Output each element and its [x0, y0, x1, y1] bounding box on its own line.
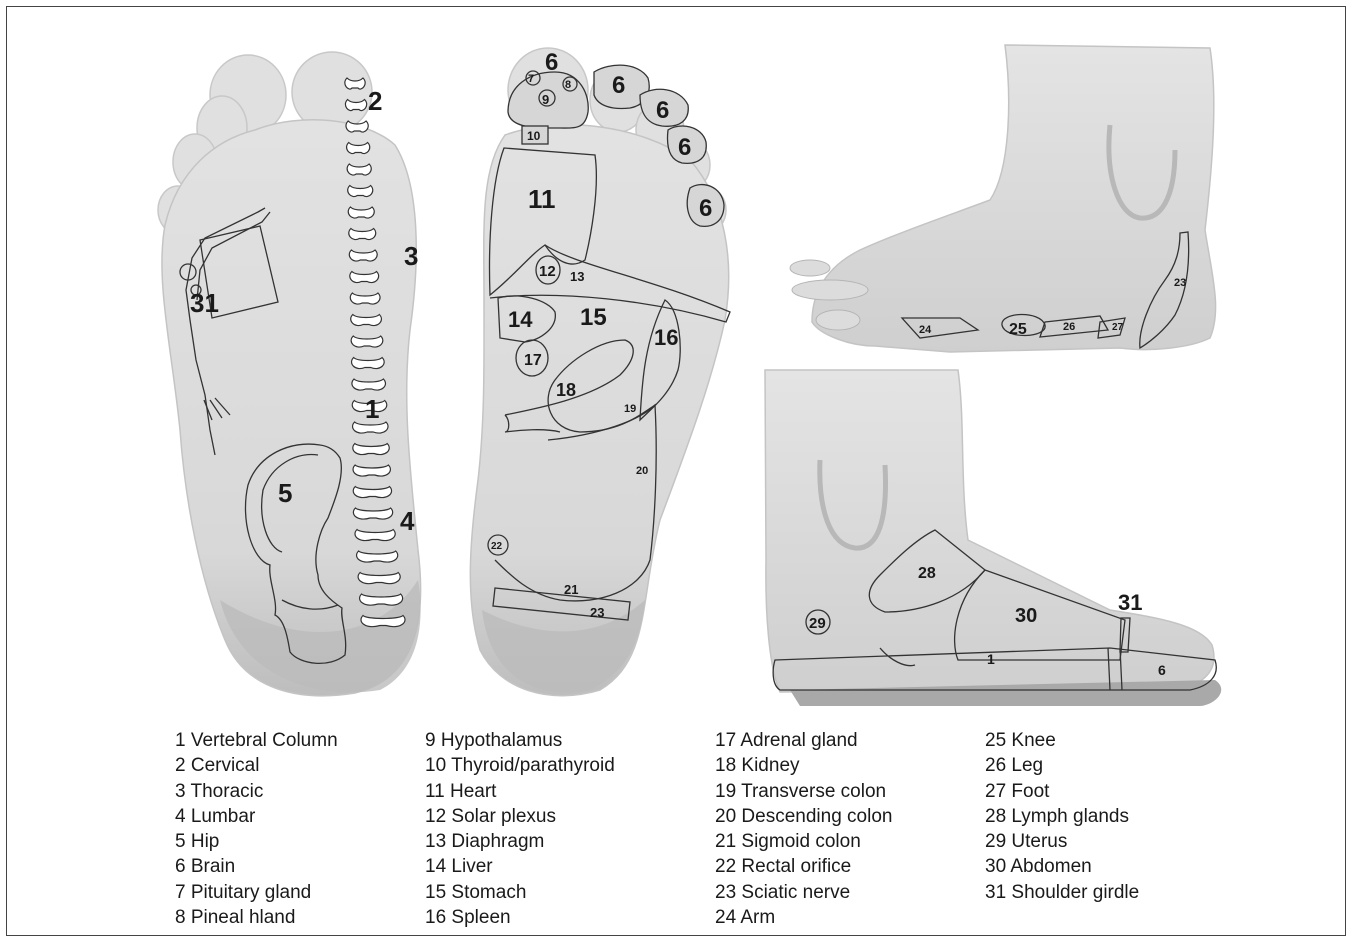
- zone-label-9: 9: [542, 92, 549, 107]
- legend-item: 9 Hypothalamus: [425, 728, 615, 753]
- zone-label-30: 30: [1015, 605, 1037, 627]
- legend-item: 10 Thyroid/parathyroid: [425, 753, 615, 778]
- legend-item: 2 Cervical: [175, 753, 338, 778]
- zone-label-6d: 6: [678, 134, 691, 161]
- zone-label-6c: 6: [656, 97, 669, 124]
- legend-column-2: 9 Hypothalamus 10 Thyroid/parathyroid 11…: [425, 728, 615, 930]
- zone-label-14: 14: [508, 307, 533, 332]
- zone-label-8: 8: [565, 79, 571, 91]
- legend-item: 1 Vertebral Column: [175, 728, 338, 753]
- zone-label-28: 28: [918, 565, 936, 582]
- legend-item: 20 Descending colon: [715, 804, 892, 829]
- legend-item: 14 Liver: [425, 854, 615, 879]
- inner-side-foot-shape: [812, 45, 1216, 352]
- legend-item: 25 Knee: [985, 728, 1139, 753]
- legend-item: 23 Sciatic nerve: [715, 880, 892, 905]
- legend-item: 5 Hip: [175, 829, 338, 854]
- foot-outer-side-view: 28 29 30 31 1 6: [765, 370, 1221, 706]
- zone-label-6-side: 6: [1158, 662, 1166, 678]
- zone-label-31: 31: [190, 288, 219, 318]
- legend-item: 21 Sigmoid colon: [715, 829, 892, 854]
- foot-inner-side-view: 24 25 26 27 23: [790, 45, 1216, 352]
- zone-label-16: 16: [654, 325, 678, 350]
- zone-label-25: 25: [1009, 321, 1027, 338]
- legend-item: 31 Shoulder girdle: [985, 880, 1139, 905]
- zone-label-6a: 6: [545, 49, 558, 76]
- legend-item: 19 Transverse colon: [715, 779, 892, 804]
- zone-label-23-side: 23: [1174, 277, 1186, 289]
- legend-item: 27 Foot: [985, 779, 1139, 804]
- zone-label-15: 15: [580, 304, 607, 331]
- legend-item: 17 Adrenal gland: [715, 728, 892, 753]
- zone-label-4: 4: [400, 506, 415, 536]
- legend-item: 6 Brain: [175, 854, 338, 879]
- zone-label-26: 26: [1063, 321, 1075, 333]
- zone-label-7: 7: [528, 73, 534, 85]
- legend-item: 18 Kidney: [715, 753, 892, 778]
- zone-label-11: 11: [528, 184, 556, 214]
- zone-label-18: 18: [556, 380, 576, 400]
- right-foot-sole: 6 6 6 6 6 7 8 9 10 11 12 13 14 15 16 17 …: [470, 48, 730, 696]
- zone-label-17: 17: [524, 352, 542, 369]
- zone-label-6b: 6: [612, 72, 625, 99]
- zone-label-19: 19: [624, 403, 636, 415]
- legend-column-3: 17 Adrenal gland 18 Kidney 19 Transverse…: [715, 728, 892, 930]
- legend-item: 15 Stomach: [425, 880, 615, 905]
- legend-item: 26 Leg: [985, 753, 1139, 778]
- zone-label-1-side: 1: [987, 651, 995, 667]
- legend-item: 24 Arm: [715, 905, 892, 930]
- legend-item: 7 Pituitary gland: [175, 880, 338, 905]
- legend-item: 4 Lumbar: [175, 804, 338, 829]
- zone-label-10: 10: [527, 129, 541, 143]
- zone-label-31-side: 31: [1118, 590, 1142, 615]
- zone-label-13: 13: [570, 269, 584, 284]
- reflexology-diagram: 2 3 1 4 5 31: [0, 0, 1358, 720]
- zone-label-5: 5: [278, 478, 292, 508]
- legend-item: 30 Abdomen: [985, 854, 1139, 879]
- zone-label-29: 29: [809, 615, 826, 632]
- zone-label-23: 23: [590, 605, 604, 620]
- zone-label-2: 2: [368, 86, 382, 116]
- legend-item: 16 Spleen: [425, 905, 615, 930]
- left-foot-sole: 2 3 1 4 5 31: [158, 52, 421, 696]
- zone-label-3: 3: [404, 241, 418, 271]
- legend-item: 12 Solar plexus: [425, 804, 615, 829]
- legend-item: 22 Rectal orifice: [715, 854, 892, 879]
- legend-item: 8 Pineal hland: [175, 905, 338, 930]
- legend-item: 28 Lymph glands: [985, 804, 1139, 829]
- zone-label-6e: 6: [699, 195, 712, 222]
- zone-label-24: 24: [919, 324, 932, 336]
- legend-item: 29 Uterus: [985, 829, 1139, 854]
- zone-label-12: 12: [539, 263, 556, 280]
- legend-item: 3 Thoracic: [175, 779, 338, 804]
- zone-label-22: 22: [491, 541, 503, 552]
- legend-column-4: 25 Knee 26 Leg 27 Foot 28 Lymph glands 2…: [985, 728, 1139, 905]
- zone-label-20: 20: [636, 465, 648, 477]
- legend-item: 11 Heart: [425, 779, 615, 804]
- legend-item: 13 Diaphragm: [425, 829, 615, 854]
- zone-label-1: 1: [365, 394, 379, 424]
- zone-label-21: 21: [564, 582, 578, 597]
- legend-column-1: 1 Vertebral Column 2 Cervical 3 Thoracic…: [175, 728, 338, 930]
- zone-label-27: 27: [1112, 322, 1124, 333]
